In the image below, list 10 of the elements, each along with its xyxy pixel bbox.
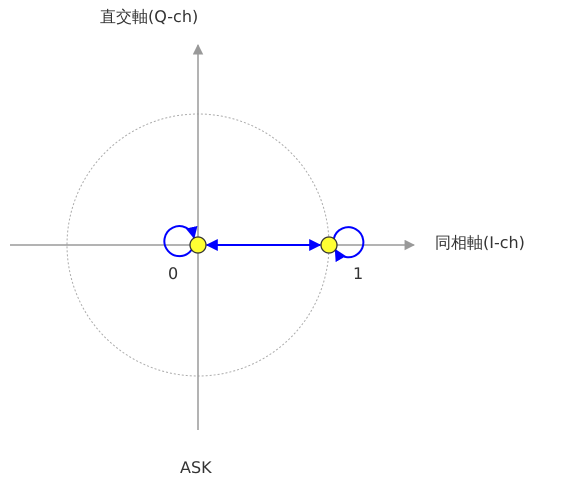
bit-label: 1 — [353, 264, 364, 284]
loop-arrow — [332, 226, 364, 262]
signal-point — [189, 236, 207, 254]
axis-label: 同相軸(I-ch) — [435, 233, 525, 252]
loop-arrow — [163, 225, 197, 258]
signal-point — [320, 236, 338, 254]
axis-label: 直交軸(Q-ch) — [100, 7, 198, 26]
arrow — [206, 239, 322, 251]
caption: ASK — [180, 458, 212, 478]
bit-label: 0 — [168, 264, 178, 284]
